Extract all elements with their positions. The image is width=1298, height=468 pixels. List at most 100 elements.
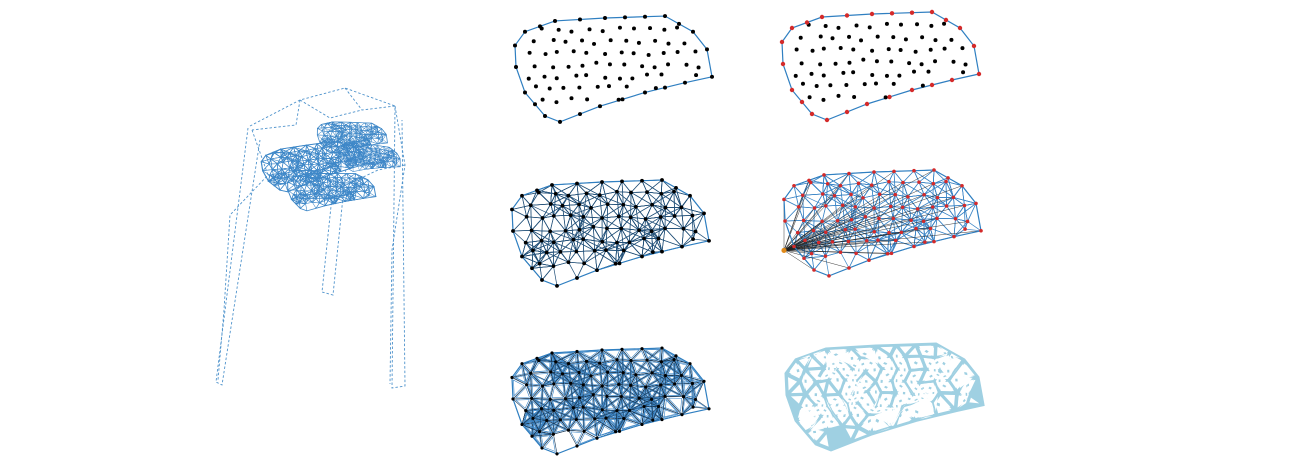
mesh-triangle [549, 215, 567, 232]
point [642, 236, 646, 241]
point [663, 226, 667, 231]
point [548, 397, 552, 401]
point [637, 228, 642, 233]
offset-triangle [543, 385, 553, 398]
point [528, 203, 533, 208]
seat-lattice [339, 182, 352, 188]
point [598, 104, 602, 109]
point [891, 81, 896, 86]
seat-hole [896, 373, 903, 389]
point [605, 394, 609, 398]
seat-hole [848, 373, 862, 380]
point [693, 397, 698, 402]
point [540, 216, 545, 220]
point [643, 90, 647, 95]
offset-triangle [692, 387, 696, 405]
offset-triangle [584, 397, 594, 417]
point [917, 180, 921, 184]
point [663, 85, 667, 90]
stool-seat-panel [286, 172, 377, 212]
point [832, 194, 837, 198]
point [600, 384, 604, 388]
mesh-triangle [606, 371, 620, 398]
seat-hole [858, 362, 864, 377]
fan-line [783, 173, 850, 251]
point [707, 238, 711, 243]
point [920, 83, 925, 88]
panel-fan-triangulation [781, 168, 983, 278]
seat-lattice [371, 126, 380, 133]
point [659, 72, 664, 77]
point [877, 216, 881, 221]
point [584, 73, 589, 78]
fan-line [783, 230, 982, 251]
seat-hole [856, 396, 871, 404]
mesh-triangle [601, 227, 622, 243]
stool-leg-line [299, 99, 363, 119]
offset-triangle [579, 364, 586, 382]
point [577, 370, 581, 375]
point [656, 236, 661, 241]
boundary-point [780, 61, 786, 67]
point [643, 217, 648, 221]
point [672, 189, 676, 194]
mesh-triangle [910, 217, 938, 229]
point [566, 362, 571, 366]
offset-triangle [607, 374, 618, 394]
seat-lattice [356, 142, 365, 146]
mesh-triangle [576, 262, 598, 279]
point [581, 214, 586, 219]
point [856, 181, 861, 186]
point [681, 226, 686, 231]
point [621, 371, 625, 375]
stool-leg-line [215, 127, 261, 386]
offset-triangle [663, 363, 680, 375]
point [582, 261, 587, 266]
point [838, 250, 843, 254]
mesh-triangle [599, 194, 624, 206]
offset-triangle [602, 364, 620, 373]
seat-hole [936, 395, 951, 408]
offset-triangle [570, 431, 583, 444]
seat-lattice [341, 138, 347, 148]
seat-hole [878, 350, 888, 364]
point [621, 248, 626, 253]
point [898, 47, 903, 52]
point [551, 240, 556, 245]
offset-triangle [655, 373, 672, 383]
point [912, 168, 916, 173]
point [974, 201, 978, 206]
offset-triangle [633, 374, 651, 386]
seat-hole [864, 358, 878, 366]
offset-triangle [624, 362, 631, 383]
fan-line [783, 240, 896, 251]
seat-hole [819, 434, 829, 447]
point [551, 65, 556, 70]
offset-triangle [580, 386, 592, 397]
boundary-point [869, 11, 875, 17]
point [923, 240, 927, 244]
seat-hole [890, 410, 896, 424]
point [691, 237, 695, 241]
offset-triangle [551, 386, 564, 399]
point [604, 248, 608, 252]
point [566, 260, 571, 265]
fan-line [783, 241, 935, 251]
point [569, 96, 574, 101]
point [650, 250, 655, 255]
mesh-triangle [877, 239, 897, 254]
point [605, 226, 609, 231]
point [650, 397, 654, 401]
offset-triangle [515, 399, 530, 409]
offset-triangle [534, 422, 552, 435]
seat-lattice [369, 137, 378, 145]
offset-triangle [552, 364, 568, 373]
point [872, 206, 876, 210]
point [849, 217, 854, 222]
point [933, 59, 938, 64]
seat-hole [900, 394, 915, 401]
offset-triangle [621, 419, 640, 430]
seat-hole [815, 430, 825, 441]
point [613, 261, 618, 266]
point [525, 383, 529, 387]
